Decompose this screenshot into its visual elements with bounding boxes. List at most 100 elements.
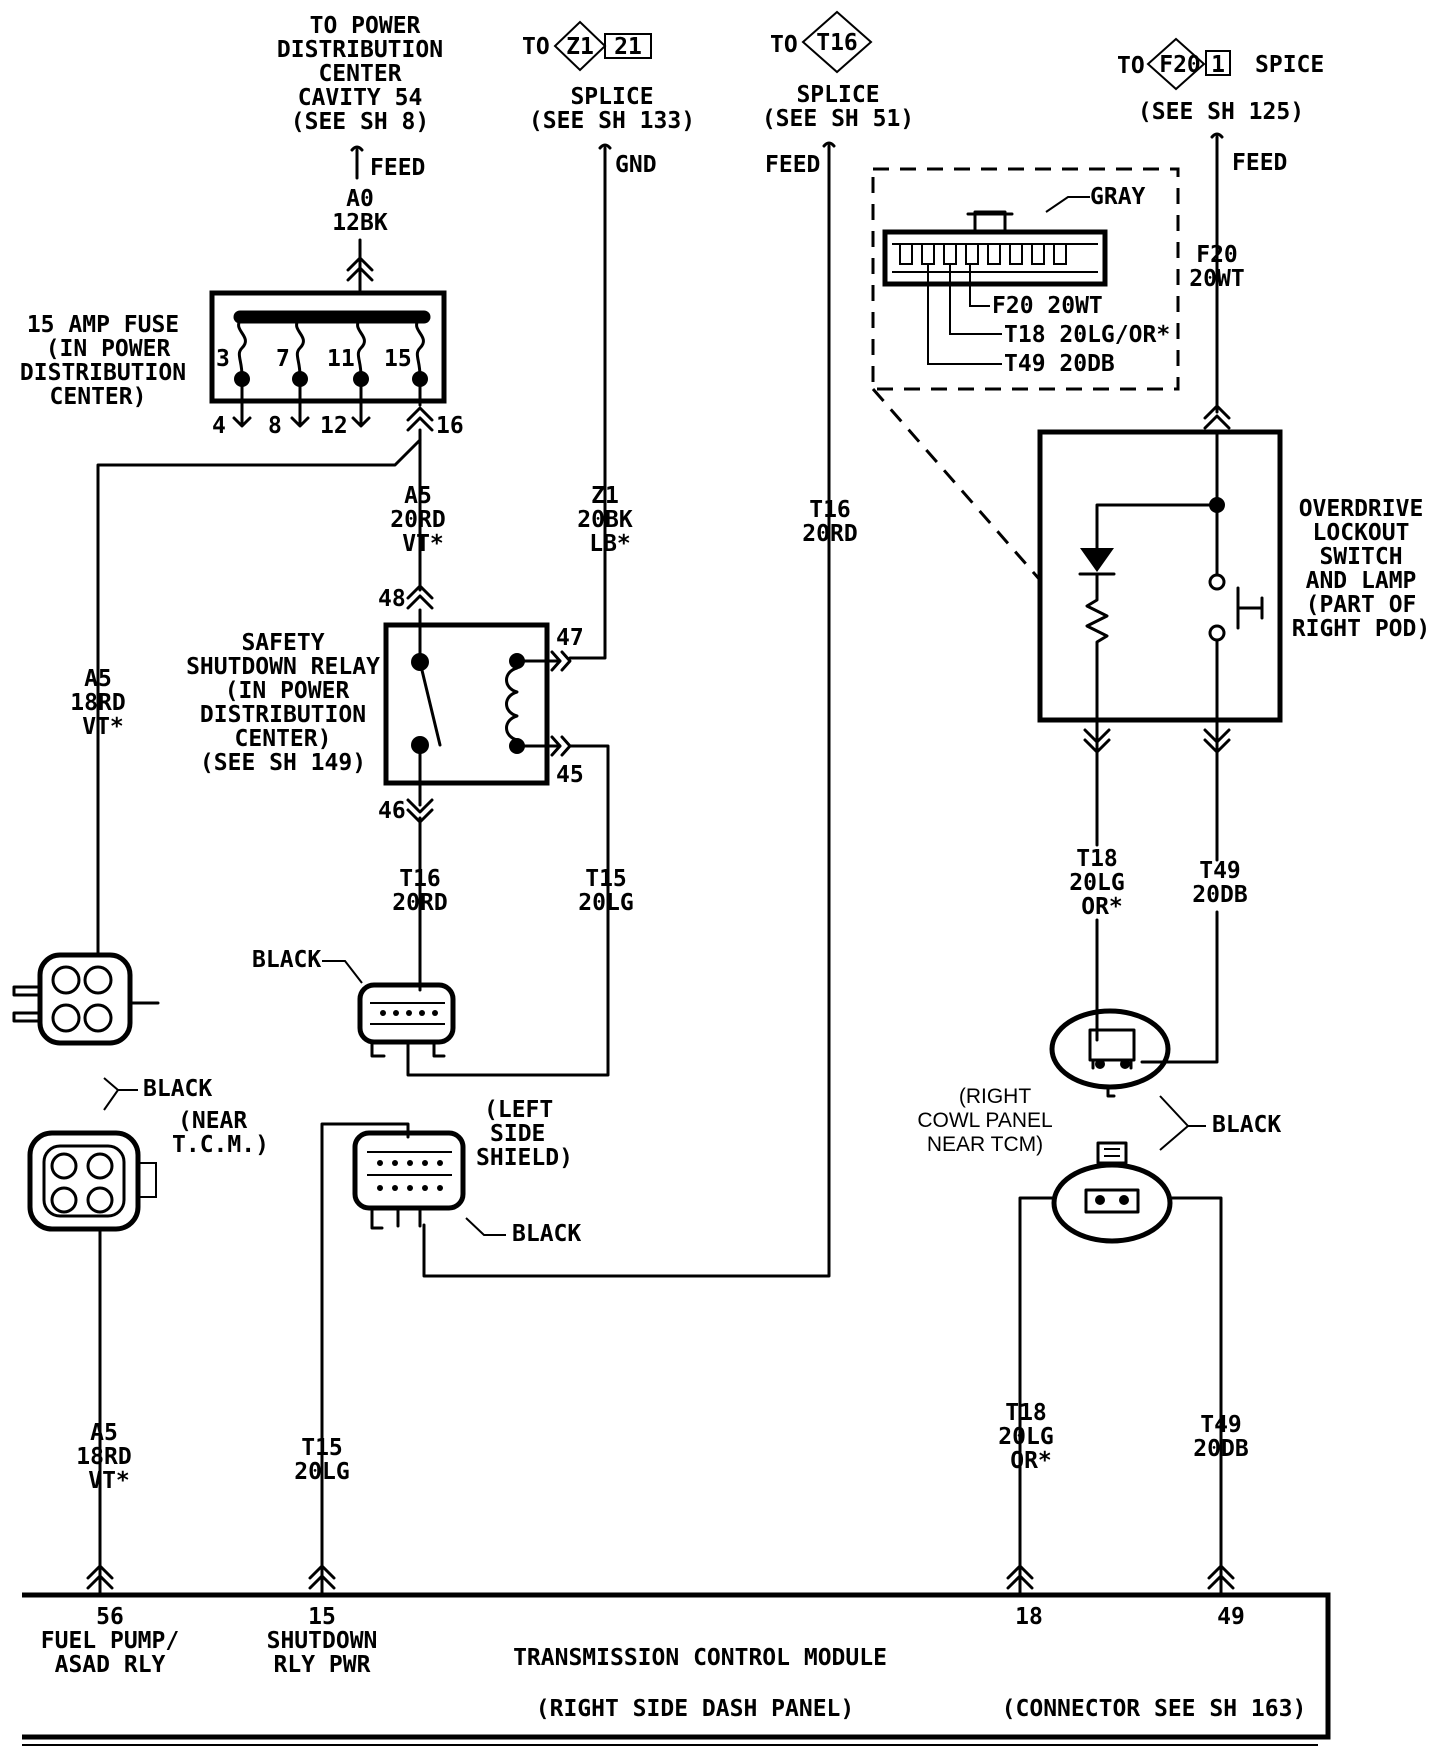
switch-left-connector bbox=[1083, 728, 1111, 754]
inset-pointer bbox=[871, 388, 1042, 581]
svg-text:LOCKOUT: LOCKOUT bbox=[1313, 520, 1410, 546]
black-shield-leader bbox=[465, 1217, 506, 1236]
pdc-feed-label: TO POWER DISTRIBUTION CENTER CAVITY 54 (… bbox=[277, 13, 443, 135]
svg-text:SAFETY: SAFETY bbox=[241, 630, 324, 656]
svg-text:T49: T49 bbox=[1199, 858, 1241, 884]
switch-internal-wiring bbox=[1095, 430, 1219, 762]
svg-text:NEAR TCM): NEAR TCM) bbox=[927, 1133, 1043, 1156]
tcm-pin-15-connector bbox=[308, 1564, 336, 1590]
relay-box bbox=[383, 622, 550, 786]
svg-text:SPLICE: SPLICE bbox=[796, 82, 879, 108]
svg-text:VT*: VT* bbox=[82, 714, 124, 740]
svg-text:(RIGHT: (RIGHT bbox=[959, 1085, 1031, 1108]
svg-text:CENTER): CENTER) bbox=[235, 726, 332, 752]
svg-text:Z1: Z1 bbox=[591, 483, 619, 509]
svg-text:T18 20LG/OR*: T18 20LG/OR* bbox=[1004, 322, 1170, 348]
wire-z1 bbox=[568, 143, 612, 660]
svg-text:SIDE: SIDE bbox=[490, 1121, 545, 1147]
f20-feed-label: TO F20 1 SPICE (SEE SH 125) bbox=[1117, 37, 1324, 125]
svg-text:(IN POWER: (IN POWER bbox=[225, 678, 350, 704]
svg-text:CENTER: CENTER bbox=[318, 61, 401, 87]
left-lower-connector bbox=[27, 1130, 157, 1232]
f20-feed-text: FEED bbox=[1232, 150, 1287, 176]
svg-text:(SEE SH 125): (SEE SH 125) bbox=[1138, 99, 1304, 125]
svg-text:A5: A5 bbox=[84, 666, 112, 692]
svg-text:16: 16 bbox=[436, 413, 464, 439]
wire-t18-bottom bbox=[1018, 1196, 1056, 1597]
svg-text:7: 7 bbox=[276, 346, 290, 372]
black-left-label: BLACK bbox=[143, 1076, 212, 1102]
relay-label: SAFETY SHUTDOWN RELAY (IN POWER DISTRIBU… bbox=[186, 630, 380, 776]
svg-text:T16: T16 bbox=[816, 30, 858, 56]
svg-text:DISTRIBUTION: DISTRIBUTION bbox=[20, 360, 186, 386]
svg-text:SHUTDOWN RELAY: SHUTDOWN RELAY bbox=[186, 654, 380, 680]
svg-text:AND LAMP: AND LAMP bbox=[1306, 568, 1417, 594]
svg-text:T18: T18 bbox=[1005, 1400, 1047, 1426]
inset-detail-box bbox=[871, 167, 1180, 391]
svg-text:18RD: 18RD bbox=[76, 1444, 131, 1470]
wire-a5-left-label: A5 18RD VT* bbox=[70, 666, 125, 740]
svg-text:CAVITY 54: CAVITY 54 bbox=[298, 85, 423, 111]
svg-text:OR*: OR* bbox=[1010, 1448, 1052, 1474]
svg-text:F20: F20 bbox=[1196, 242, 1238, 268]
svg-text:20RD: 20RD bbox=[390, 507, 445, 533]
near-tcm-label: (NEAR T.C.M.) bbox=[172, 1108, 269, 1158]
black-relay-leader bbox=[322, 960, 363, 984]
svg-text:(IN POWER: (IN POWER bbox=[46, 336, 171, 362]
wire-t18-mid-label: T18 20LG OR* bbox=[1069, 846, 1124, 920]
svg-text:12: 12 bbox=[320, 413, 348, 439]
wire-t49-bottom bbox=[1168, 1196, 1223, 1597]
svg-text:8: 8 bbox=[268, 413, 282, 439]
pdc-feed-text: FEED bbox=[370, 155, 425, 181]
fuse-elements bbox=[234, 316, 428, 387]
svg-text:T16: T16 bbox=[809, 497, 851, 523]
overdrive-switch-label: OVERDRIVE LOCKOUT SWITCH AND LAMP (PART … bbox=[1292, 496, 1430, 642]
inset-gray-leader bbox=[1045, 196, 1090, 213]
svg-text:VT*: VT* bbox=[88, 1468, 130, 1494]
svg-text:56: 56 bbox=[96, 1604, 124, 1630]
svg-text:T.C.M.): T.C.M.) bbox=[172, 1132, 269, 1158]
relay-pin-45: 45 bbox=[556, 762, 584, 788]
wire-t16-right-label: T16 20RD bbox=[802, 497, 857, 547]
shield-harness-connector bbox=[352, 1130, 466, 1230]
svg-text:A0: A0 bbox=[346, 186, 374, 212]
svg-text:15: 15 bbox=[308, 1604, 336, 1630]
wire-t15-bottom-label: T15 20LG bbox=[294, 1435, 349, 1485]
svg-text:15: 15 bbox=[384, 346, 412, 372]
relay-coil bbox=[505, 653, 562, 754]
svg-text:15 AMP FUSE: 15 AMP FUSE bbox=[27, 312, 179, 338]
tcm-connector-reference: (CONNECTOR SEE SH 163) bbox=[1002, 1696, 1307, 1722]
tcm-pin-18: 18 bbox=[1015, 1604, 1043, 1630]
svg-text:VT*: VT* bbox=[402, 531, 444, 557]
svg-text:TO: TO bbox=[522, 34, 550, 60]
right-upper-connector bbox=[1049, 1008, 1171, 1098]
svg-text:F20 20WT: F20 20WT bbox=[992, 293, 1103, 319]
relay-pin-47: 47 bbox=[556, 625, 584, 651]
svg-text:Z1: Z1 bbox=[566, 34, 594, 60]
wire-f20-label: F20 20WT bbox=[1189, 242, 1244, 292]
relay-pin-46: 46 bbox=[378, 798, 406, 824]
svg-text:RIGHT POD): RIGHT POD) bbox=[1292, 616, 1430, 642]
svg-text:18RD: 18RD bbox=[70, 690, 125, 716]
left-upper-connector bbox=[12, 952, 160, 1046]
fuse-block bbox=[209, 290, 447, 404]
fuse-top-pins: 3 7 11 15 bbox=[216, 346, 412, 372]
svg-text:T18: T18 bbox=[1076, 846, 1118, 872]
svg-text:OR*: OR* bbox=[1081, 894, 1123, 920]
black-right-leader bbox=[1159, 1095, 1206, 1151]
svg-text:11: 11 bbox=[327, 346, 355, 372]
wire-a0-label: A0 12BK bbox=[332, 186, 388, 236]
svg-text:20LG: 20LG bbox=[578, 890, 633, 916]
z1-gnd-label: GND bbox=[615, 152, 657, 178]
inset-gray-label: GRAY bbox=[1090, 184, 1146, 210]
wire-a5-left-branch bbox=[96, 438, 422, 957]
svg-text:T49: T49 bbox=[1200, 1412, 1242, 1438]
pdc-feed-terminal bbox=[350, 145, 364, 180]
svg-text:SPLICE: SPLICE bbox=[570, 84, 653, 110]
relay-harness-connector bbox=[357, 982, 456, 1058]
svg-text:T15: T15 bbox=[301, 1435, 343, 1461]
svg-text:20BK: 20BK bbox=[577, 507, 633, 533]
wire-t49-mid-label: T49 20DB bbox=[1192, 858, 1248, 908]
svg-text:TO POWER: TO POWER bbox=[310, 13, 421, 39]
